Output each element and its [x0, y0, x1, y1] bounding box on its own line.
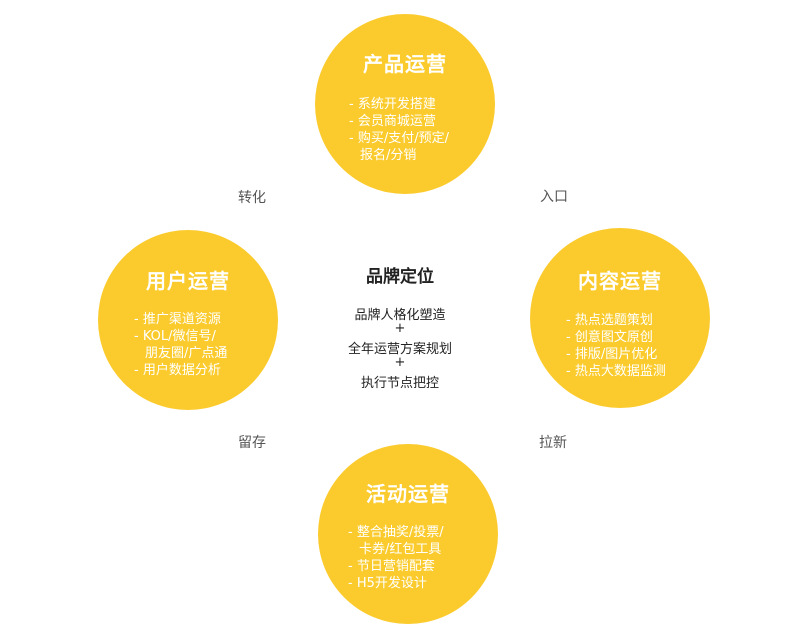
product-ops-list: 系统开发搭建 会员商城运营 购买/支付/预定/报名/分销 — [349, 96, 449, 164]
user-ops-circle: 用户运营 推广渠道资源 KOL/微信号/朋友圈/广点通 用户数据分析 — [98, 230, 278, 410]
activity-ops-list: 整合抽奖/投票/卡券/红包工具 节日营销配套 H5开发设计 — [348, 524, 444, 592]
center-line-1: 品牌人格化塑造 — [354, 308, 446, 323]
product-ops-title: 产品运营 — [363, 52, 447, 76]
center-plus-1: + — [394, 321, 406, 336]
list-item: 创意图文原创 — [566, 329, 666, 346]
content-ops-list: 热点选题策划 创意图文原创 排版/图片优化 热点大数据监测 — [566, 312, 666, 380]
list-item: 购买/支付/预定/报名/分销 — [349, 130, 449, 164]
center-line-3: 执行节点把控 — [360, 376, 439, 391]
list-item: 排版/图片优化 — [566, 346, 666, 363]
edge-label-rukou: 入口 — [540, 189, 568, 205]
list-item-continuation: 朋友圈/广点通 — [145, 346, 228, 361]
list-item: 热点选题策划 — [566, 312, 666, 329]
list-item: KOL/微信号/朋友圈/广点通 — [134, 328, 228, 362]
user-ops-list: 推广渠道资源 KOL/微信号/朋友圈/广点通 用户数据分析 — [134, 311, 228, 379]
list-item-continuation: 报名/分销 — [360, 148, 417, 163]
list-item: 会员商城运营 — [349, 113, 449, 130]
edge-label-zhuanhua: 转化 — [238, 190, 266, 206]
center-plus-2: + — [394, 355, 406, 370]
user-ops-title: 用户运营 — [146, 269, 230, 293]
center-title: 品牌定位 — [366, 267, 434, 287]
center-line-2: 全年运营方案规划 — [347, 342, 452, 357]
list-item: 用户数据分析 — [134, 362, 227, 379]
activity-ops-title: 活动运营 — [366, 482, 450, 506]
list-item: 热点大数据监测 — [566, 363, 666, 380]
product-ops-circle: 产品运营 系统开发搭建 会员商城运营 购买/支付/预定/报名/分销 — [315, 14, 495, 194]
list-item-continuation: 卡券/红包工具 — [359, 542, 442, 557]
list-item: 节日营销配套 — [348, 558, 444, 575]
content-ops-circle: 内容运营 热点选题策划 创意图文原创 排版/图片优化 热点大数据监测 — [530, 228, 710, 408]
activity-ops-circle: 活动运营 整合抽奖/投票/卡券/红包工具 节日营销配套 H5开发设计 — [318, 444, 498, 624]
content-ops-title: 内容运营 — [578, 269, 662, 293]
edge-label-liucun: 留存 — [238, 435, 266, 451]
list-item: 系统开发搭建 — [349, 96, 449, 113]
list-item: H5开发设计 — [348, 575, 444, 592]
edge-label-laxin: 拉新 — [539, 435, 567, 451]
list-item: 推广渠道资源 — [134, 311, 227, 328]
list-item: 整合抽奖/投票/卡券/红包工具 — [348, 524, 444, 558]
